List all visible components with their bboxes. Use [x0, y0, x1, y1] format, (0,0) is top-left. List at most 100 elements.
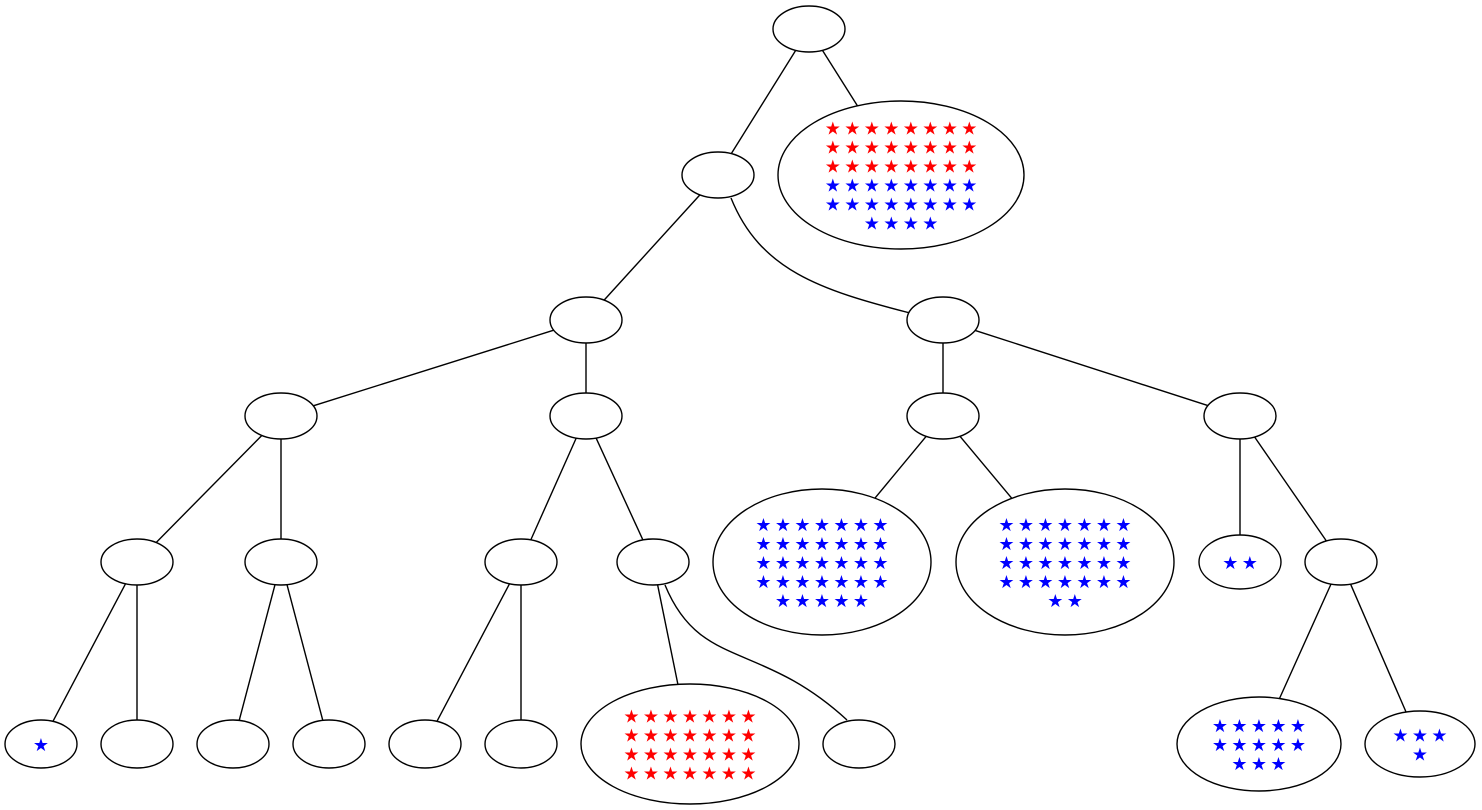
blue-star-icon: ★ — [1231, 716, 1247, 737]
node-leaf-h — [822, 719, 896, 769]
blue-star-icon: ★ — [33, 735, 49, 756]
edge-n9-leaf-d — [286, 584, 324, 721]
blue-star-icon: ★ — [1231, 754, 1247, 775]
blue-star-icon: ★ — [1096, 534, 1112, 555]
red-star-icon: ★ — [740, 745, 756, 766]
blue-star-icon: ★ — [1270, 716, 1286, 737]
red-star-icon: ★ — [883, 157, 899, 178]
blue-star-icon: ★ — [1115, 515, 1131, 536]
node-n8 — [100, 538, 174, 586]
node-leaf-c — [196, 719, 270, 769]
blue-star-icon: ★ — [844, 176, 860, 197]
blue-star-icon: ★ — [1018, 553, 1034, 574]
node-ellipse — [580, 683, 800, 805]
blue-star-icon: ★ — [1037, 553, 1053, 574]
blue-star-icon: ★ — [1037, 534, 1053, 555]
red-star-icon: ★ — [721, 726, 737, 747]
red-star-icon: ★ — [740, 764, 756, 785]
blue-star-icon: ★ — [833, 591, 849, 612]
node-leaf-j: ★★★★★★★★★★★★★★★★★★★★★★★★★★★★★★ — [955, 488, 1175, 636]
red-star-icon: ★ — [844, 119, 860, 140]
edge-n1-n2 — [603, 194, 701, 301]
red-star-icon: ★ — [701, 745, 717, 766]
edge-n12-leaf-m — [1349, 583, 1407, 713]
node-leaf-l: ★★★★★★★★★★★★★ — [1176, 696, 1342, 792]
node-leaf-f — [484, 719, 558, 769]
node-leaf-e — [388, 719, 462, 769]
red-star-icon: ★ — [740, 707, 756, 728]
red-star-icon: ★ — [825, 157, 841, 178]
blue-star-icon: ★ — [1018, 572, 1034, 593]
node-n6 — [906, 392, 980, 440]
edge-n4-n8 — [155, 435, 263, 543]
blue-star-icon: ★ — [1251, 716, 1267, 737]
node-n11 — [616, 538, 690, 586]
blue-star-icon: ★ — [883, 195, 899, 216]
blue-star-icon: ★ — [1290, 735, 1306, 756]
red-star-icon: ★ — [844, 138, 860, 159]
edge-n8-leaf-a — [52, 583, 127, 722]
node-ellipse — [822, 719, 896, 769]
node-ellipse — [1176, 696, 1342, 792]
red-star-icon: ★ — [961, 157, 977, 178]
blue-star-icon: ★ — [794, 515, 810, 536]
red-star-icon: ★ — [942, 157, 958, 178]
node-ellipse — [388, 719, 462, 769]
blue-star-icon: ★ — [853, 515, 869, 536]
red-star-icon: ★ — [643, 764, 659, 785]
red-star-icon: ★ — [623, 764, 639, 785]
blue-star-icon: ★ — [883, 214, 899, 235]
blue-star-icon: ★ — [833, 572, 849, 593]
red-star-icon: ★ — [922, 119, 938, 140]
red-star-icon: ★ — [903, 157, 919, 178]
edge-n7-n12 — [1254, 436, 1327, 542]
blue-star-icon: ★ — [814, 515, 830, 536]
blue-star-icon: ★ — [1096, 553, 1112, 574]
edge-n5-n10 — [530, 437, 577, 541]
node-leaf-d — [292, 719, 366, 769]
node-ellipse — [549, 392, 623, 440]
blue-star-icon: ★ — [872, 534, 888, 555]
blue-star-icon: ★ — [903, 214, 919, 235]
blue-star-icon: ★ — [961, 176, 977, 197]
edge-root-n1 — [730, 50, 797, 154]
blue-star-icon: ★ — [1412, 745, 1428, 766]
blue-star-icon: ★ — [814, 553, 830, 574]
blue-star-icon: ★ — [1251, 735, 1267, 756]
red-star-icon: ★ — [721, 745, 737, 766]
blue-star-icon: ★ — [853, 591, 869, 612]
blue-star-icon: ★ — [775, 572, 791, 593]
red-star-icon: ★ — [740, 726, 756, 747]
blue-star-icon: ★ — [1096, 572, 1112, 593]
red-star-icon: ★ — [682, 726, 698, 747]
red-star-icon: ★ — [825, 119, 841, 140]
red-star-icon: ★ — [682, 707, 698, 728]
blue-star-icon: ★ — [1057, 534, 1073, 555]
red-star-icon: ★ — [922, 157, 938, 178]
red-star-icon: ★ — [623, 745, 639, 766]
node-root — [772, 5, 846, 53]
edge-n12-leaf-l — [1278, 583, 1332, 699]
node-ellipse — [4, 719, 78, 769]
blue-star-icon: ★ — [883, 176, 899, 197]
node-ellipse — [1203, 392, 1277, 440]
blue-star-icon: ★ — [1231, 735, 1247, 756]
blue-star-icon: ★ — [1270, 754, 1286, 775]
blue-star-icon: ★ — [1037, 572, 1053, 593]
edges-layer — [52, 49, 1407, 722]
blue-star-icon: ★ — [1037, 515, 1053, 536]
node-ellipse — [100, 538, 174, 586]
blue-star-icon: ★ — [1270, 735, 1286, 756]
node-ellipse — [1304, 538, 1378, 586]
blue-star-icon: ★ — [1018, 515, 1034, 536]
node-n9 — [244, 538, 318, 586]
red-star-icon: ★ — [682, 745, 698, 766]
node-ellipse — [616, 538, 690, 586]
edge-n10-leaf-e — [436, 583, 511, 722]
edge-n6-leaf-j — [959, 435, 1013, 499]
red-star-icon: ★ — [903, 119, 919, 140]
blue-star-icon: ★ — [755, 534, 771, 555]
node-ellipse — [244, 392, 318, 440]
blue-star-icon: ★ — [1076, 515, 1092, 536]
edge-n3-n7 — [974, 329, 1209, 407]
